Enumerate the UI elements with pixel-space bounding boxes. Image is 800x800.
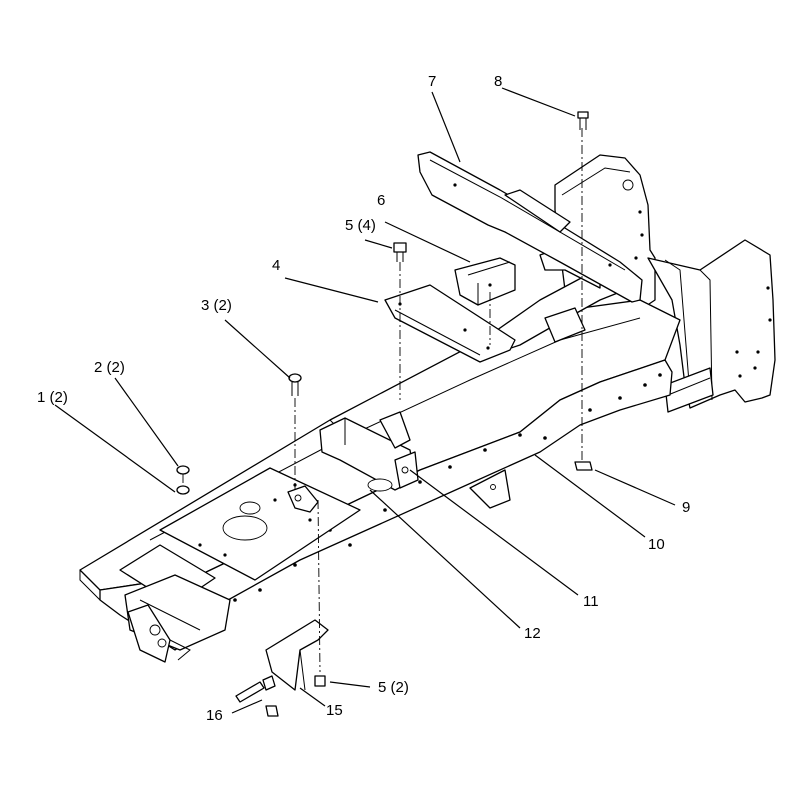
cross-member-bracket (287, 411, 419, 513)
callout-8: 8 (494, 73, 503, 90)
callout-7: 7 (428, 73, 437, 90)
part-4-plate (384, 284, 516, 363)
callout-16: 16 (206, 707, 223, 724)
part-7-bracket (417, 151, 643, 303)
callout-4: 4 (272, 257, 281, 274)
part-15-bracket (265, 619, 329, 691)
part-6-bracket (454, 257, 516, 306)
callout-5-2: 5 (2) (378, 679, 409, 696)
callout-3: 3 (2) (201, 297, 232, 314)
callout-11: 11 (583, 593, 599, 610)
assembly-center-lines (182, 128, 583, 673)
callout-15: 15 (326, 702, 343, 719)
leader-lines (54, 87, 676, 714)
callout-12: 12 (524, 625, 541, 642)
callout-5-4: 5 (4) (345, 217, 376, 234)
callout-2: 2 (2) (94, 359, 125, 376)
callout-1: 1 (2) (37, 389, 68, 406)
fasteners (176, 111, 593, 717)
rail-tabs (469, 469, 511, 509)
callout-9: 9 (682, 499, 691, 516)
callout-10: 10 (648, 536, 665, 553)
callout-6: 6 (377, 192, 386, 209)
front-axle-support (119, 544, 231, 663)
